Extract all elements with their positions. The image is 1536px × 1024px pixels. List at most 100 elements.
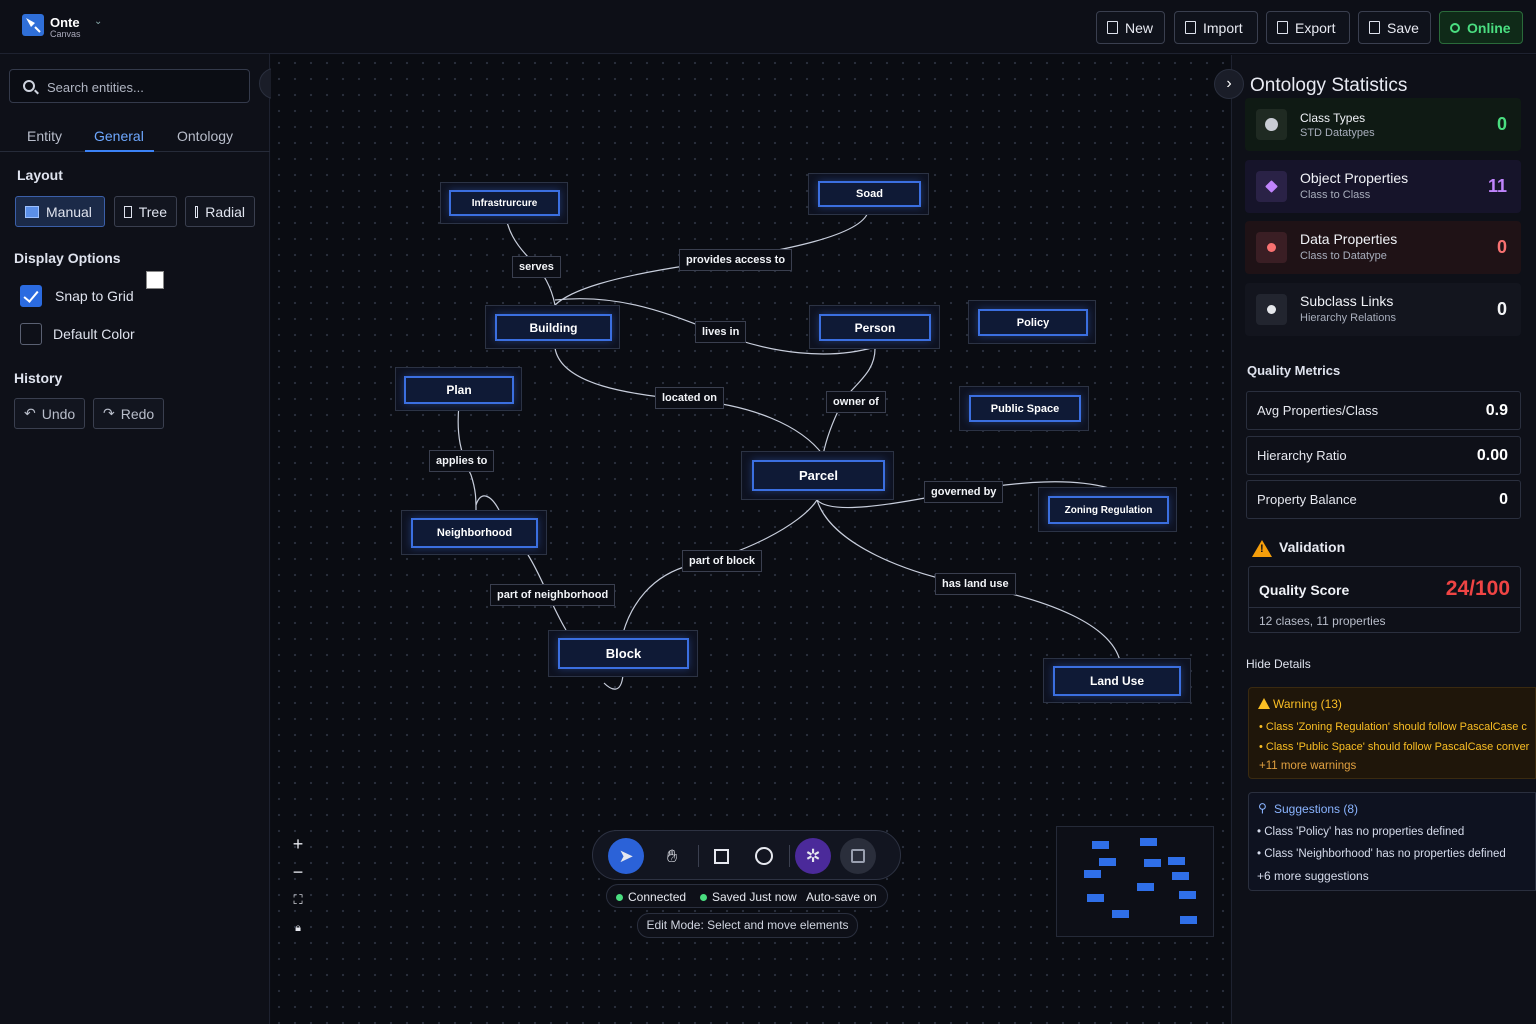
minimap-node [1099,858,1116,866]
fit-view-button[interactable]: ⛶ [293,892,303,907]
file-icon [1107,21,1118,34]
default-color-label: Default Color [53,326,135,342]
metric-value: 0.00 [1476,447,1508,464]
canvas-toolbar: ➤ ✋︎ ✲ [592,830,901,880]
minimap-node [1084,870,1101,878]
node-plan[interactable]: Plan [395,367,522,411]
node-neighborhood[interactable]: Neighborhood [401,510,547,555]
search-box[interactable] [9,69,250,103]
default-color-swatch[interactable] [146,271,164,289]
minimap-node [1168,857,1185,865]
edge-label-part-of-block[interactable]: part of block [682,550,763,572]
saved-status: Saved Just now [712,890,797,904]
connected-dot-icon [616,894,623,901]
node-building[interactable]: Building [485,305,620,349]
quality-score-value: 24/100 [1445,577,1510,600]
validation-title: Validation [1279,539,1346,555]
layout-tree-button[interactable]: Tree [114,196,177,227]
node-infrastructure[interactable]: Infrastrurcure [440,182,568,224]
edge-block-loop [603,674,624,690]
edge-label-part-of-neighborhood[interactable]: part of neighborhood [490,584,616,606]
pan-tool-button[interactable]: ✋︎ [654,838,690,874]
edge-label-lives-in[interactable]: lives in [695,321,747,343]
export-button[interactable]: Export [1266,11,1350,44]
node-infrastructure-label: Infrastrurcure [449,190,560,216]
node-zoning-regulation[interactable]: Zoning Regulation [1038,487,1177,532]
connected-status: Connected [628,890,687,904]
node-person[interactable]: Person [809,305,940,349]
online-status-button[interactable]: Online [1439,11,1523,44]
edge-label-provides-access[interactable]: provides access to [679,249,793,271]
tab-entity[interactable]: Entity [27,128,63,144]
quality-score-card: Quality Score 24/100 12 clases, 11 prope… [1248,566,1521,633]
circle-tool-button[interactable] [746,838,782,874]
stat-value: 0 [1496,299,1507,319]
search-icon [23,80,35,92]
export-label: Export [1295,19,1336,36]
zoom-controls: + − ⛶ 🔒︎ [285,830,311,945]
edge-label-located-on[interactable]: located on [655,387,725,409]
search-input[interactable] [47,77,242,97]
edge-label-serves[interactable]: serves [512,256,561,278]
divider [1249,607,1520,608]
hide-details-toggle[interactable]: Hide Details [1246,657,1311,671]
edge-label-applies-to[interactable]: applies to [429,450,495,472]
snap-to-grid-checkbox[interactable] [20,285,42,307]
undo-button[interactable]: ↶Undo [14,398,85,429]
zoom-in-button[interactable]: + [292,834,304,854]
redo-button[interactable]: ↷Redo [93,398,164,429]
edge-label-governed-by[interactable]: governed by [924,481,1004,503]
radial-layout-icon [195,205,199,218]
minimap[interactable] [1056,826,1214,937]
layout-manual-button[interactable]: Manual [15,196,105,227]
suggestions-box: ⚲ Suggestions (8) • Class 'Policy' has n… [1248,792,1536,891]
collapse-right-button[interactable]: › [1214,69,1244,99]
import-button[interactable]: Import [1174,11,1258,44]
node-parcel[interactable]: Parcel [741,451,894,500]
select-tool-button[interactable]: ➤ [608,838,644,874]
save-button[interactable]: Save [1358,11,1431,44]
node-zoning-label: Zoning Regulation [1048,496,1169,524]
suggestions-title: Suggestions (8) [1274,802,1359,816]
data-properties-icon [1256,232,1287,263]
lock-button[interactable]: 🔒︎ [295,922,301,934]
node-policy-label: Policy [978,309,1088,336]
layout-radial-button[interactable]: Radial [185,196,255,227]
default-color-checkbox[interactable] [20,323,42,345]
edge-label-owner-of[interactable]: owner of [826,391,886,413]
node-land-use[interactable]: Land Use [1043,658,1191,703]
zoom-out-button[interactable]: − [292,862,304,882]
saved-dot-icon [700,894,707,901]
export-icon [1277,21,1288,34]
chevron-down-icon[interactable]: ⌄ [94,16,103,27]
new-button[interactable]: New [1096,11,1165,44]
class-types-icon [1256,109,1287,140]
minimap-node [1180,916,1197,924]
node-road[interactable]: Soad [808,173,929,215]
display-options-title: Display Options [14,250,121,266]
stat-value: 11 [1487,176,1507,196]
floppy-icon [851,849,865,863]
stat-name: Class Types [1300,111,1366,125]
node-block[interactable]: Block [548,630,698,677]
minimap-node [1087,894,1104,902]
tab-ontology[interactable]: Ontology [177,128,234,144]
edge-label-has-land-use[interactable]: has land use [935,573,1016,595]
auto-layout-button[interactable]: ✲ [795,838,831,874]
snap-to-grid-label: Snap to Grid [55,288,134,304]
graph-canvas[interactable]: Infrastrurcure Soad Building Person Poli… [271,55,1230,1024]
node-policy[interactable]: Policy [968,300,1096,344]
rectangle-tool-button[interactable] [703,838,739,874]
more-suggestions-link[interactable]: +6 more suggestions [1257,869,1369,883]
node-public-space[interactable]: Public Space [959,386,1089,431]
hand-icon: ✋︎ [666,845,678,866]
minimap-node [1179,891,1196,899]
tab-general[interactable]: General [94,128,144,144]
metric-avg-properties: Avg Properties/Class 0.9 [1246,391,1521,430]
autosave-status: Auto-save on [806,890,877,904]
more-warnings-link[interactable]: +11 more warnings [1259,760,1357,772]
app-logo-icon[interactable] [22,14,44,36]
save-canvas-button[interactable] [840,838,876,874]
warning-item: • Class 'Public Space' should follow Pas… [1259,741,1530,753]
metric-name: Avg Properties/Class [1257,403,1379,418]
